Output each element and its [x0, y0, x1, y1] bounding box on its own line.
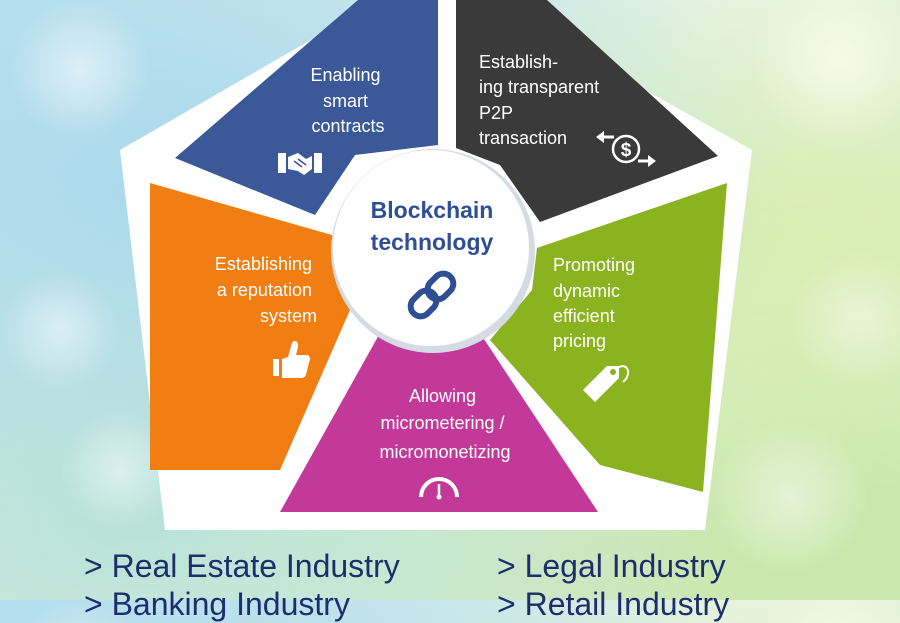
- handshake-icon: [278, 153, 322, 175]
- segment-reputation: [150, 183, 350, 470]
- chain-link-icon: [407, 270, 457, 320]
- thumbs-up-icon: [273, 340, 310, 378]
- svg-text:$: $: [621, 140, 632, 161]
- segment-dynamic-pricing: [490, 183, 727, 492]
- segment-reputation-label: Establishing a reputation system: [215, 254, 317, 326]
- blockchain-diagram: Enabling smart contracts Establish- ing …: [150, 0, 727, 512]
- center-circle: [333, 150, 529, 346]
- industry-legal: > Legal Industry: [497, 548, 726, 584]
- center-title-line-1: Blockchain: [371, 197, 494, 223]
- industry-banking: > Banking Industry: [84, 586, 350, 622]
- price-tag-icon: [583, 365, 630, 402]
- segment-micrometering-label: Allowing micrometering / micromonetizing: [379, 386, 510, 462]
- segment-smart-contracts-label: Enabling smart contracts: [310, 65, 385, 136]
- segment-smart-contracts: [175, 0, 438, 215]
- industry-real-estate: > Real Estate Industry: [84, 548, 400, 584]
- segment-p2p-transaction: [456, 0, 718, 222]
- segment-p2p-transaction-label: Establish- ing transparent P2P transacti…: [479, 52, 604, 148]
- dollar-exchange-icon: $: [596, 131, 656, 167]
- speedometer-icon: [419, 477, 459, 500]
- center-title-line-2: technology: [371, 229, 494, 255]
- industry-retail: > Retail Industry: [497, 586, 730, 622]
- segment-dynamic-pricing-label: Promoting dynamic efficient pricing: [553, 255, 640, 351]
- segment-micrometering: [280, 333, 598, 512]
